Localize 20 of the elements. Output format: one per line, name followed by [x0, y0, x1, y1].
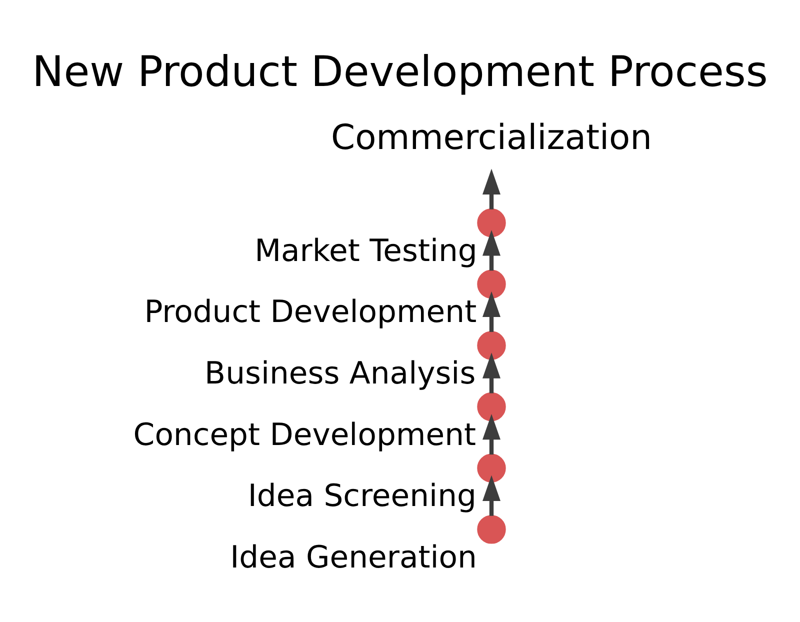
diagram-title: New Product Development Process	[32, 47, 768, 96]
arrow	[482, 291, 500, 332]
arrow	[482, 352, 500, 394]
arrow	[482, 414, 500, 455]
arrow	[482, 230, 500, 271]
arrow	[482, 168, 500, 210]
node-label: Market Testing	[254, 234, 478, 269]
node-circle	[477, 515, 506, 544]
node-circle	[477, 208, 506, 238]
node-label: Idea Generation	[230, 540, 477, 576]
arrow	[482, 475, 500, 516]
node-label: Business Analysis	[204, 356, 476, 392]
node-circle	[477, 454, 506, 482]
node-label: Idea Screening	[248, 479, 476, 514]
node-circle	[477, 392, 506, 422]
node-label: Product Development	[144, 295, 477, 330]
node-label: Concept Development	[133, 418, 476, 453]
node-circle	[477, 331, 506, 360]
node-text: Commercialization	[331, 118, 652, 158]
node-circle	[477, 270, 506, 299]
